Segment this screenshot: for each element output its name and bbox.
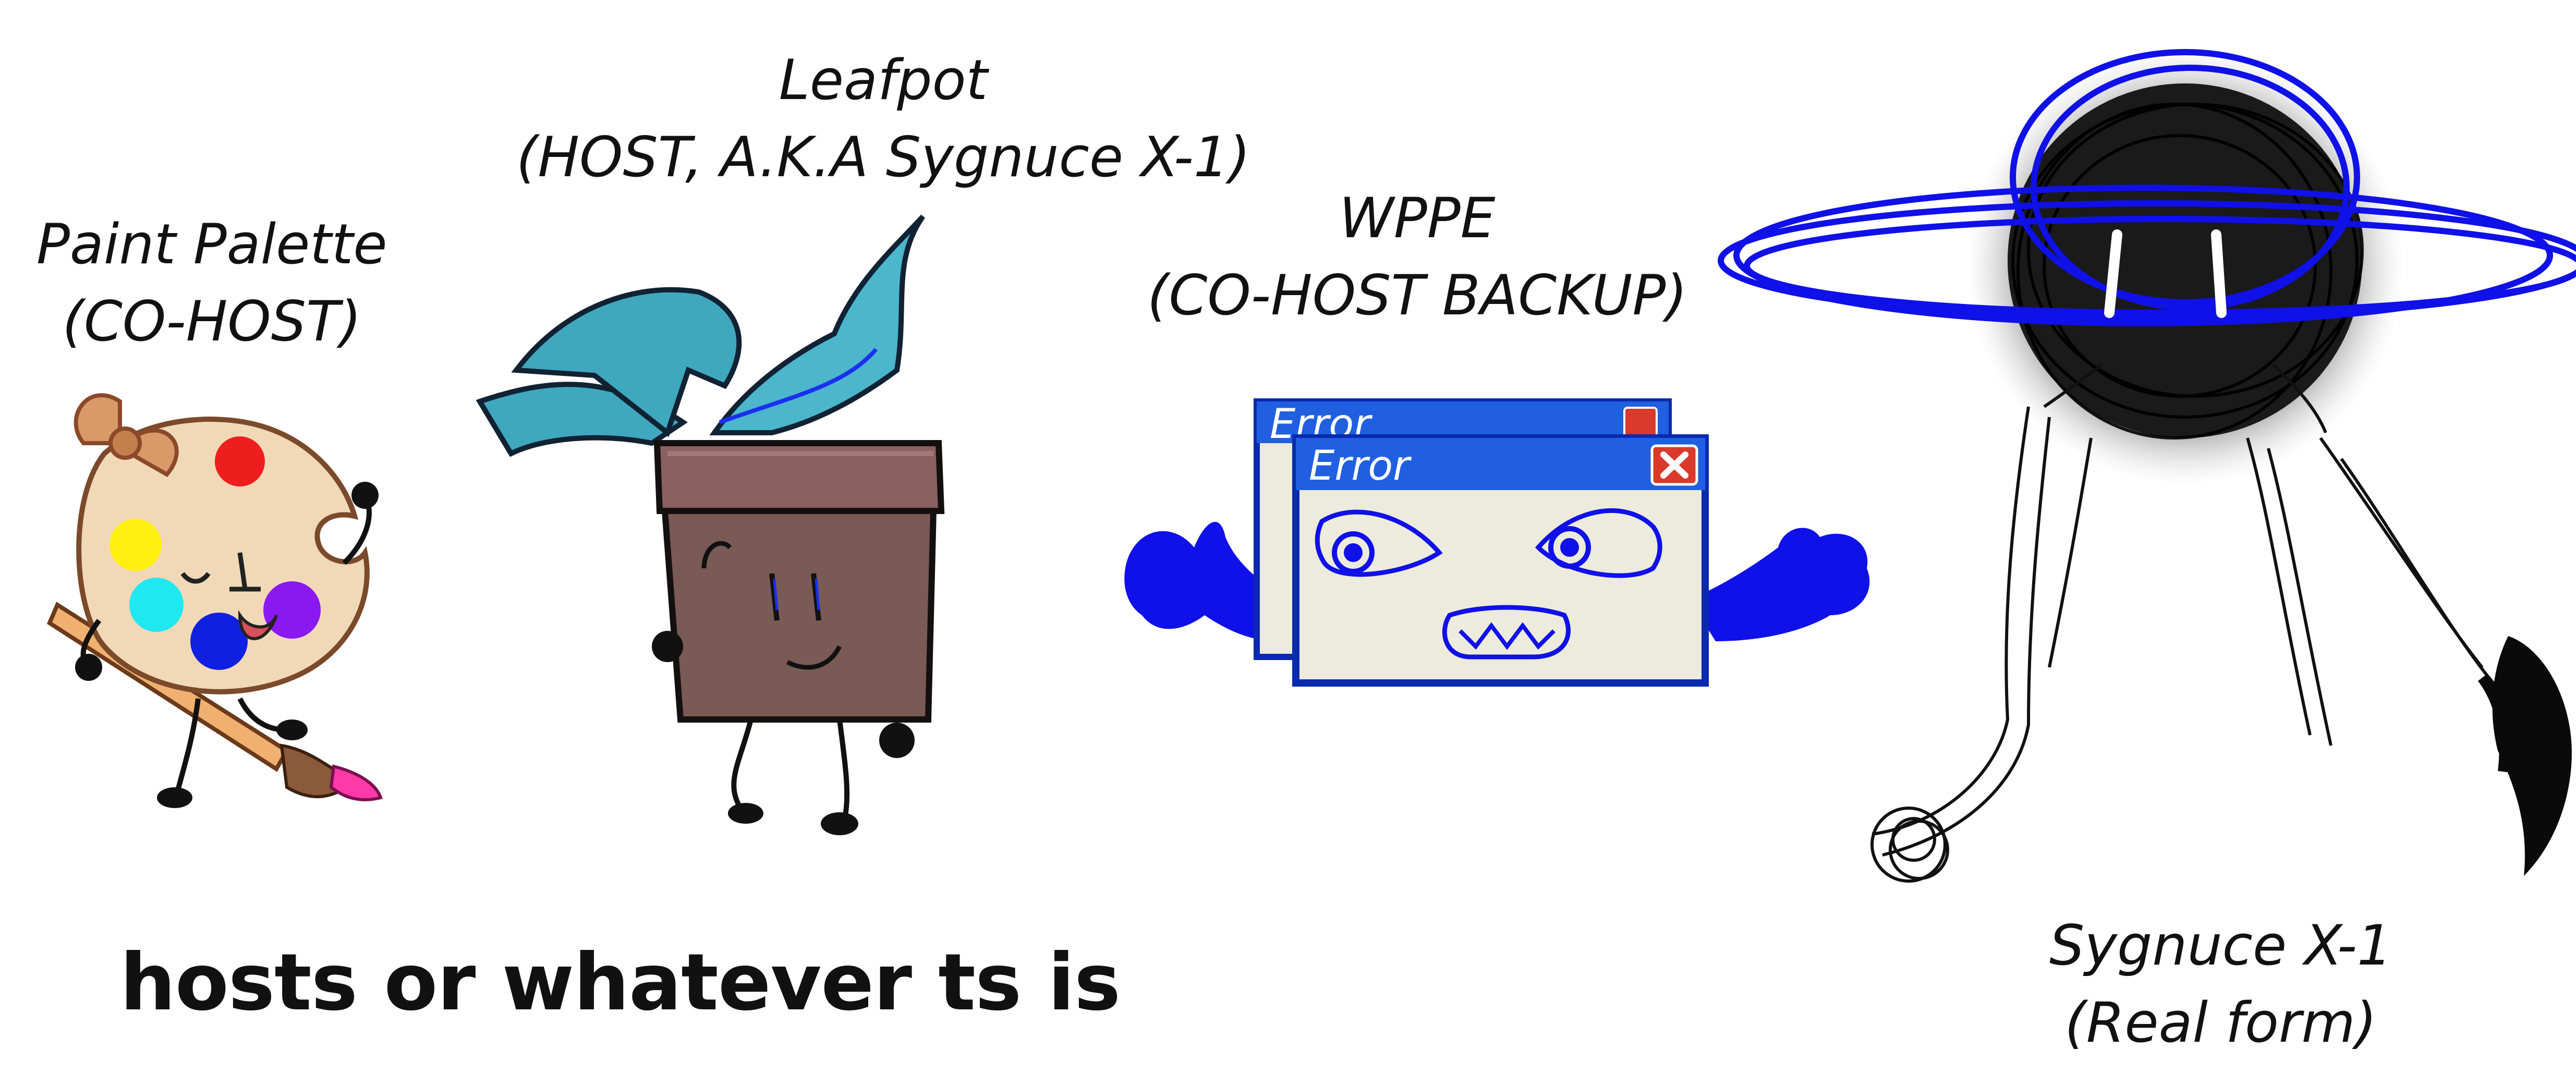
red-paint-dot — [215, 436, 265, 486]
paint-palette-label: Paint Palette (CO-HOST) — [37, 206, 387, 360]
leafpot-role: (HOST, A.K.A Sygnuce X-1) — [516, 125, 1250, 189]
blue-paint-dot — [190, 613, 248, 670]
sygnuce-character — [1718, 47, 2576, 883]
leafpot-label: Leafpot (HOST, A.K.A Sygnuce X-1) — [516, 42, 1250, 196]
yellow-paint-dot — [110, 519, 162, 571]
wppe-role: (CO-HOST BACKUP) — [1147, 263, 1687, 327]
sygnuce-role: (Real form) — [2064, 991, 2377, 1055]
sygnuce-label: Sygnuce X-1 (Real form) — [2049, 907, 2392, 1061]
error-window-back-close-icon — [1623, 407, 1658, 438]
caption-text: hosts or whatever ts is — [120, 937, 1121, 1028]
sygnuce-name: Sygnuce X-1 — [2049, 913, 2392, 978]
wppe-name: WPPE — [1339, 186, 1496, 250]
leafpot-character — [476, 214, 945, 835]
paint-palette-role: (CO-HOST) — [62, 289, 362, 353]
paint-palette-name: Paint Palette — [37, 212, 387, 276]
wppe-label: WPPE (CO-HOST BACKUP) — [1147, 180, 1687, 334]
error-window-front: Error — [1292, 434, 1709, 687]
error-window-front-close-icon — [1650, 444, 1698, 486]
purple-paint-dot — [263, 581, 321, 639]
paint-palette-character — [46, 393, 383, 808]
error-window-front-title: Error — [1309, 443, 1412, 490]
wppe-character: Error Error — [1124, 398, 1870, 687]
leafpot-name: Leafpot — [779, 48, 988, 112]
cyan-paint-dot — [129, 578, 184, 632]
